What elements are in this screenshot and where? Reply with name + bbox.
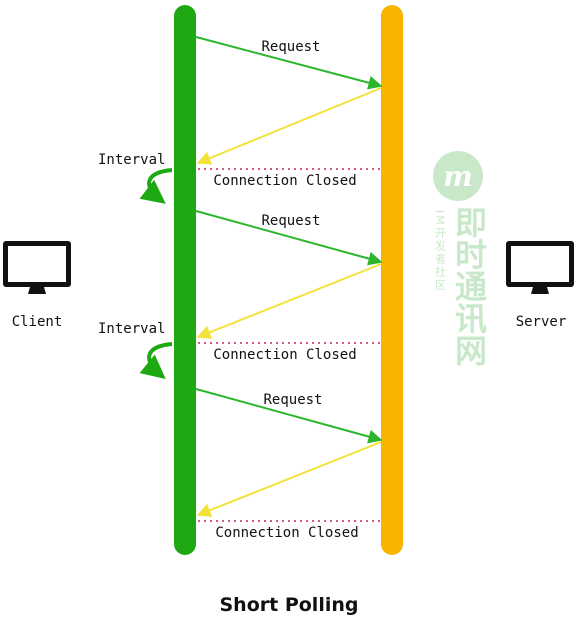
connection-closed-label: Connection Closed bbox=[215, 525, 358, 541]
svg-text:即时通讯网: 即时通讯网 bbox=[450, 206, 488, 366]
response-arrow bbox=[196, 263, 382, 339]
request-label: Request bbox=[261, 39, 320, 55]
server-computer-icon bbox=[506, 241, 574, 294]
diagram-caption: Short Polling bbox=[220, 594, 359, 616]
request-arrow bbox=[195, 388, 383, 444]
connection-closed-label: Connection Closed bbox=[213, 347, 356, 363]
interval-curved-arrow-icon bbox=[139, 168, 173, 204]
client-label: Client bbox=[12, 314, 63, 330]
request-arrow bbox=[195, 36, 383, 90]
server-lifeline bbox=[381, 5, 403, 555]
svg-text:IM开发者社区: IM开发者社区 bbox=[434, 210, 447, 292]
interval-curved-arrow-icon bbox=[139, 342, 173, 380]
interval-label: Interval bbox=[98, 152, 165, 168]
connection-closed-label: Connection Closed bbox=[213, 173, 356, 189]
request-label: Request bbox=[263, 392, 322, 408]
request-arrow bbox=[195, 210, 383, 266]
client-lifeline bbox=[174, 5, 196, 555]
interval-label: Interval bbox=[98, 321, 165, 337]
response-arrow bbox=[196, 87, 382, 165]
response-arrow bbox=[196, 441, 382, 517]
server-label: Server bbox=[516, 314, 567, 330]
svg-text:m: m bbox=[443, 160, 473, 193]
request-label: Request bbox=[261, 213, 320, 229]
client-computer-icon bbox=[3, 241, 71, 294]
watermark-logo: m 即时通讯网 IM开发者社区 bbox=[433, 151, 488, 366]
